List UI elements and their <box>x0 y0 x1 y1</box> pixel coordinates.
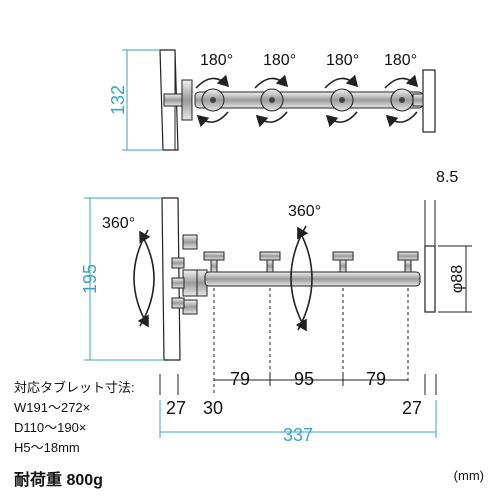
rotation-label: 180° <box>326 52 359 69</box>
right-offset-label: 27 <box>402 398 422 418</box>
height-dimension-top <box>122 49 163 151</box>
rotation-arrows-top <box>195 74 419 128</box>
joint <box>201 88 225 112</box>
spec-title: 対応タブレット寸法: <box>14 380 135 395</box>
holder-plate-side <box>161 197 181 361</box>
joint <box>260 88 284 112</box>
pivot-posts <box>203 251 419 273</box>
unit-label: (mm) <box>453 468 484 483</box>
thickness-label: 8.5 <box>436 169 458 186</box>
rotation-label: 180° <box>263 52 296 69</box>
total-length-dimension <box>159 400 437 438</box>
length-dimensions: 79 95 79 27 30 27 337 <box>159 369 437 445</box>
left-offset-a-label: 27 <box>166 398 186 418</box>
top-view: 180° 180° 180° 180° 132 <box>108 49 436 151</box>
rotation-label-left: 360° <box>102 215 135 232</box>
rotation-label: 180° <box>200 52 233 69</box>
spec-width: W191〜272× <box>14 400 91 415</box>
height-dimension-side <box>84 197 164 361</box>
segment-3-label: 79 <box>366 369 386 389</box>
arm-bar-top <box>194 91 424 109</box>
dashed-guides <box>213 288 409 395</box>
total-length-label: 337 <box>283 425 313 445</box>
diameter-dimension <box>438 245 472 313</box>
weight-label: 耐荷重 800g <box>14 472 103 489</box>
knob-stack <box>171 234 208 315</box>
wall-plate-top <box>422 69 436 133</box>
segment-2-label: 95 <box>294 369 314 389</box>
spec-height: H5〜18mm <box>14 440 80 455</box>
spec-depth: D110〜190× <box>14 420 87 435</box>
joint <box>330 88 354 112</box>
knob <box>181 79 193 121</box>
rotation-arrows-side <box>133 225 313 332</box>
height-dim-195: 195 <box>80 264 100 294</box>
rotation-label-center: 360° <box>288 203 321 220</box>
left-offset-b-label: 30 <box>203 398 223 418</box>
rotation-label: 180° <box>384 52 417 69</box>
segment-1-label: 79 <box>230 369 250 389</box>
diameter-label: φ88 <box>449 265 466 293</box>
height-dim-132: 132 <box>108 85 128 115</box>
thickness-dimension <box>424 200 436 246</box>
wall-plate-side <box>424 245 436 313</box>
side-view: 360° 360° 195 8.5 φ88 <box>80 169 472 395</box>
joint <box>390 88 414 112</box>
